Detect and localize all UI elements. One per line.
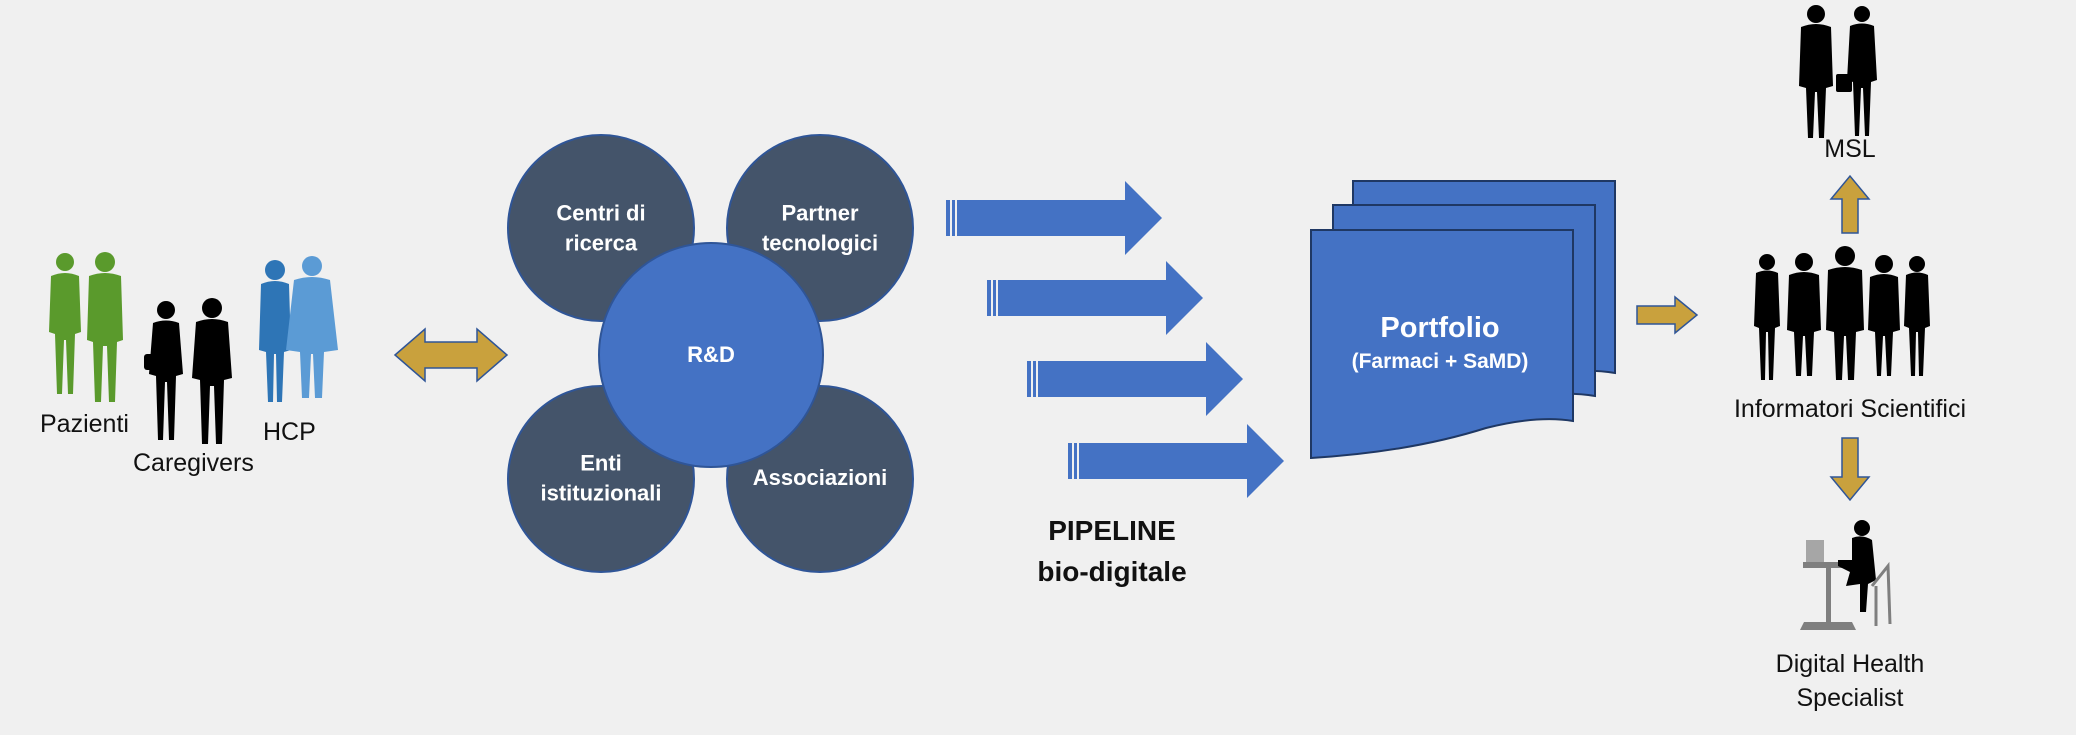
hcp-silhouette-icon	[259, 256, 338, 402]
rnd-cluster	[507, 134, 914, 573]
pipeline-arrow-icon	[987, 261, 1203, 335]
caregivers-silhouette-icon	[144, 298, 232, 444]
gold-right-arrow-icon	[1636, 295, 1699, 335]
double-arrow-icon	[393, 327, 509, 383]
gold-down-arrow-icon	[1829, 437, 1871, 502]
research-centers-label: Centri di ricerca	[556, 200, 646, 255]
document-stack-icon	[1310, 180, 1616, 460]
caregivers-label: Caregivers	[133, 449, 254, 477]
pipeline-arrows	[946, 181, 1284, 498]
patients-silhouette-icon	[49, 252, 123, 402]
msl-label: MSL	[1824, 135, 1876, 163]
hcp-label: HCP	[263, 418, 316, 446]
patients-label: Pazienti	[40, 410, 129, 438]
msl-silhouette-icon	[1799, 5, 1877, 138]
portfolio-subtitle: (Farmaci + SaMD)	[1351, 350, 1529, 373]
pipeline-arrow-icon	[1068, 424, 1284, 498]
rnd-label: R&D	[687, 342, 735, 368]
associations-label: Associazioni	[752, 465, 888, 491]
gold-up-arrow-icon	[1829, 174, 1871, 234]
pipeline-label: PIPELINE bio-digitale	[1037, 515, 1187, 587]
dhs-label: Digital Health Specialist	[1775, 650, 1925, 712]
desk-worker-icon	[1800, 520, 1892, 630]
reps-silhouette-icon	[1754, 246, 1930, 380]
tech-partners-label: Partner tecnologici	[761, 200, 879, 255]
reps-label: Informatori Scientifici	[1733, 395, 1967, 423]
pipeline-arrow-icon	[946, 181, 1162, 255]
pipeline-arrow-icon	[1027, 342, 1243, 416]
institutions-label: Enti istituzionali	[540, 450, 662, 505]
rnd-center-circle	[598, 242, 824, 468]
portfolio-title: Portfolio	[1380, 312, 1500, 344]
